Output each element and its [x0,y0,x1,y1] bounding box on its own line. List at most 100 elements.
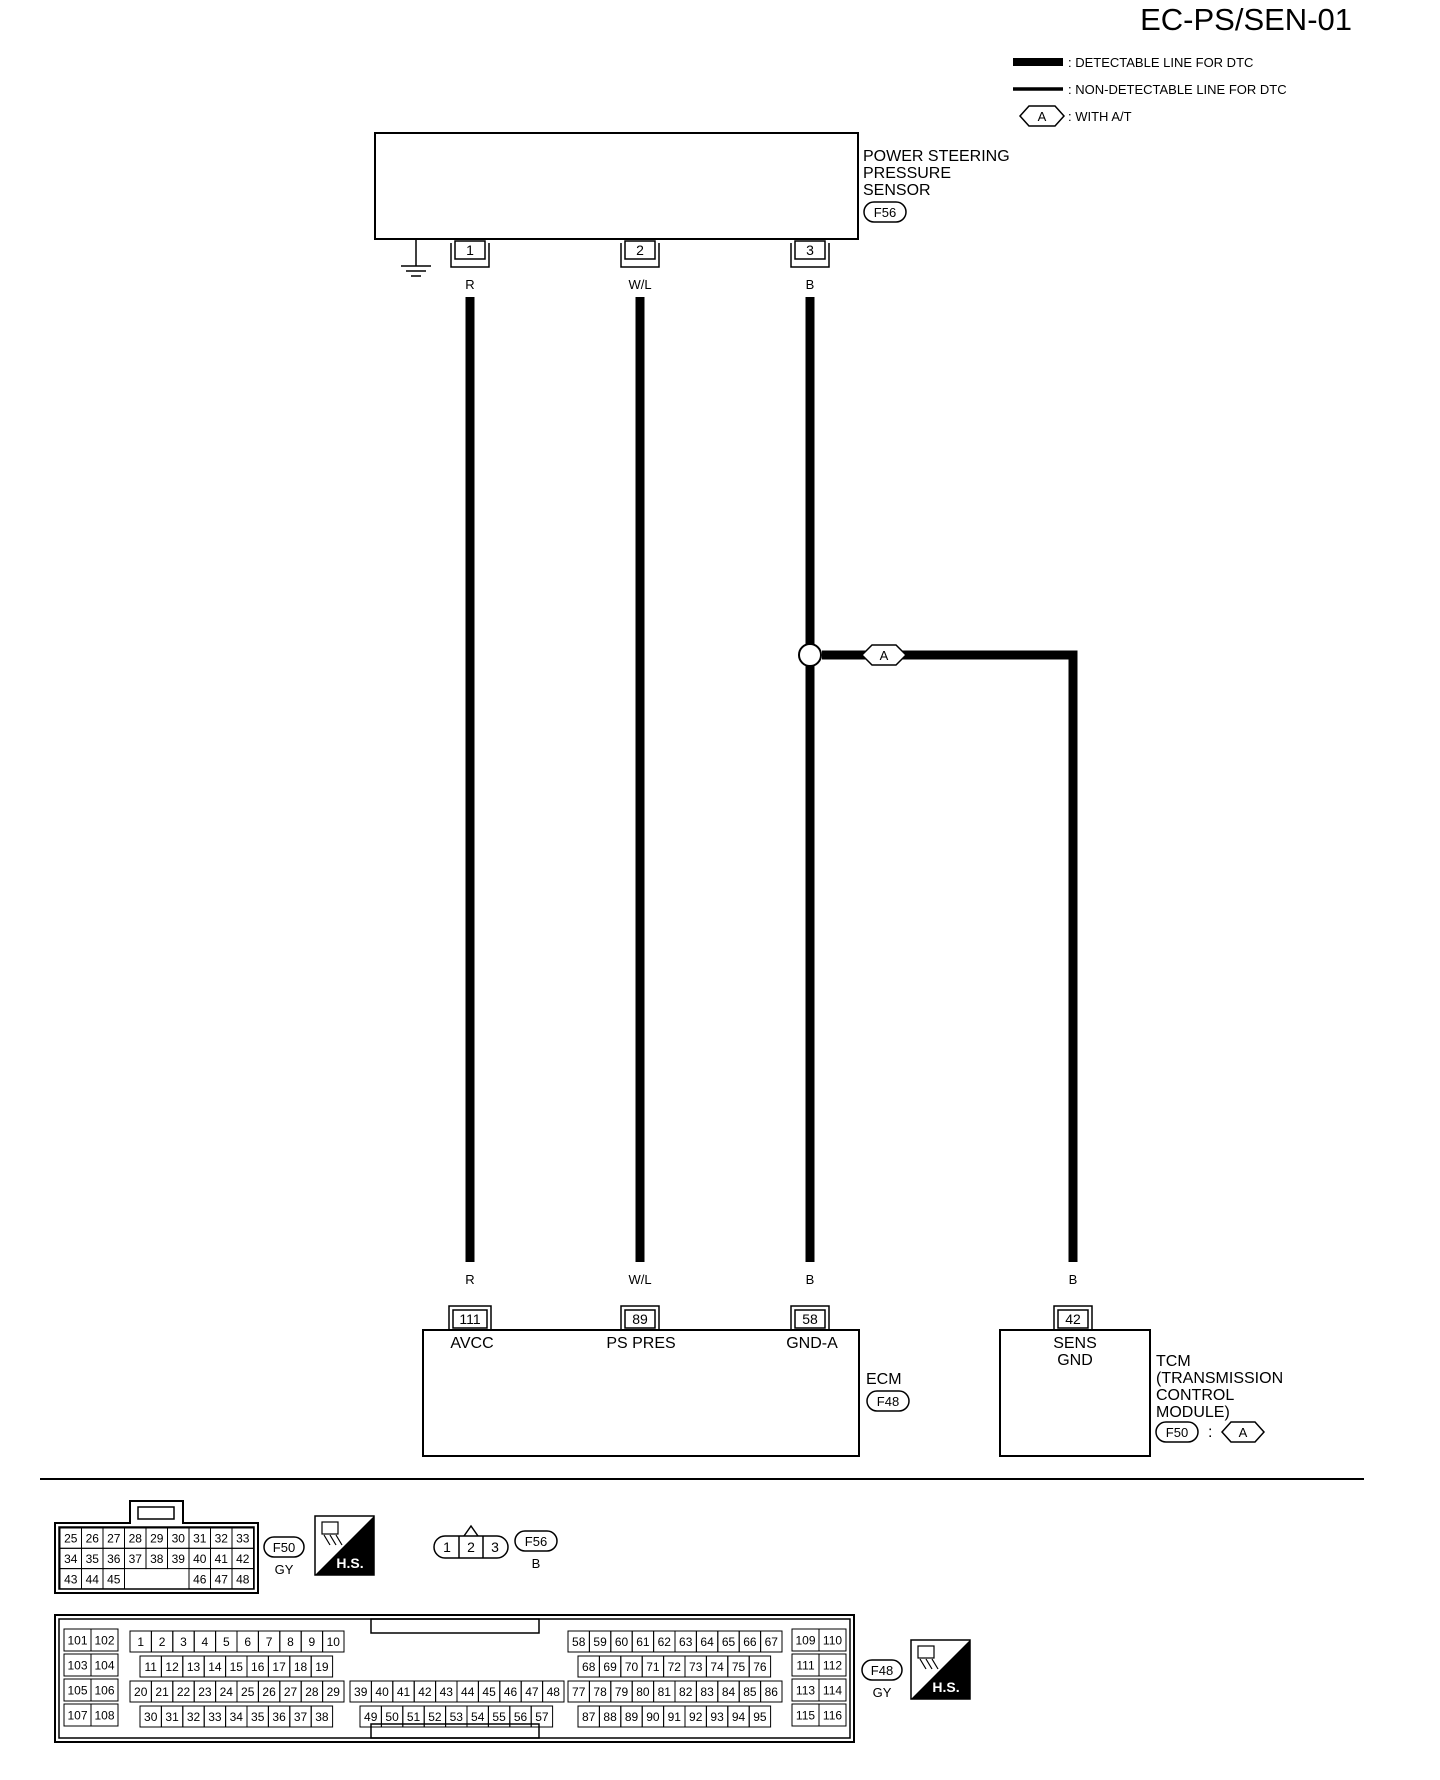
pin-number: 30 [144,1710,158,1724]
sensor-box [374,132,859,240]
pin-number: 56 [514,1710,528,1724]
pin-number: 74 [710,1660,724,1674]
pin-number: 31 [193,1532,207,1546]
pin-number: 4 [202,1635,209,1649]
pin-number: 58 [572,1635,586,1649]
legend: : DETECTABLE LINE FOR DTC : NON-DETECTAB… [1013,55,1287,127]
pin-number: 46 [504,1685,518,1699]
sensor-pin-1-connector: 1 [450,240,490,268]
pin-number: 26 [86,1532,100,1546]
pin-number: 103 [67,1659,87,1673]
sensor-pin-2: 2 [636,242,644,258]
sensor-pin-2-connector: 2 [620,240,660,268]
pin-cell [322,1680,345,1703]
pin-number: 61 [636,1635,650,1649]
pin-number: 73 [689,1660,703,1674]
pin-number: 20 [134,1685,148,1699]
ecm-pin-111: 111 [459,1311,480,1327]
hs-icon: H.S. [314,1515,375,1576]
power-steering-pressure-sensor: POWER STEERING PRESSURE SENSOR F56 [374,132,1010,240]
pin-number: 28 [129,1532,143,1546]
pin-cell [310,1655,334,1678]
wire-color-ecm-3: B [806,1272,815,1287]
pin-number: 44 [86,1572,100,1586]
pin-number: 15 [230,1660,244,1674]
pin-number: 95 [753,1710,767,1724]
pin-number: 65 [722,1635,736,1649]
ground-symbol [401,238,431,277]
pin-number: 108 [94,1709,114,1723]
pin-number: 2 [159,1635,166,1649]
pin-number: 70 [625,1660,639,1674]
pin-number: 83 [700,1685,714,1699]
ecm-pin-89-connector: 89 [620,1305,660,1330]
pin-number: 45 [482,1685,496,1699]
pin-number: 32 [187,1710,201,1724]
tcm-connector-badge [1155,1421,1199,1443]
pin-number: 1 [137,1635,144,1649]
legend-detectable-text: : DETECTABLE LINE FOR DTC [1068,55,1253,70]
f48-color: GY [873,1685,892,1700]
pin-number: 81 [658,1685,672,1699]
pin-number: 40 [193,1552,207,1566]
legend-with-at-text: : WITH A/T [1068,109,1132,124]
pin-number: 3 [180,1635,187,1649]
pin-number: 55 [492,1710,506,1724]
pin-number: 18 [294,1660,308,1674]
pin-cell [818,1678,847,1702]
pin-number: 35 [251,1710,265,1724]
ecm-connector-id: F48 [877,1394,899,1409]
sensor-name-line-1: POWER STEERING [863,148,1010,165]
tcm-connector-id: F50 [1166,1425,1188,1440]
pin-number: 105 [67,1684,87,1698]
pin-number: 7 [266,1635,273,1649]
tcm-name-line-3: CONTROL [1156,1387,1234,1404]
pin-number: 101 [67,1634,87,1648]
pin-number: 47 [215,1572,229,1586]
pin-cell [530,1705,554,1728]
pin-number: 84 [722,1685,736,1699]
tcm: SENS GND TCM (TRANSMISSION CONTROL MODUL… [999,1329,1283,1457]
pin-number: 22 [177,1685,191,1699]
f50-id: F50 [273,1540,295,1555]
pin-cell [90,1628,119,1652]
pin-number: 80 [636,1685,650,1699]
pin-number: 27 [107,1532,121,1546]
pin-number: 24 [220,1685,234,1699]
pin-number: 37 [294,1710,308,1724]
legend-non-detectable-text: : NON-DETECTABLE LINE FOR DTC [1068,82,1287,97]
pin-number: 104 [94,1659,114,1673]
pin-number: 82 [679,1685,693,1699]
pin-number: 57 [535,1710,549,1724]
pin-number: 43 [64,1572,78,1586]
pin-number: 9 [309,1635,316,1649]
pin-number: 67 [765,1635,779,1649]
wire-color-tcm: B [1069,1272,1078,1287]
pin-number: 35 [86,1552,100,1566]
f48-id: F48 [871,1663,893,1678]
pin-number: 78 [593,1685,607,1699]
pin-number: 107 [67,1709,87,1723]
pin-number: 39 [172,1552,186,1566]
pin-number: 85 [743,1685,757,1699]
tcm-box [999,1329,1151,1457]
pin-number: 45 [107,1572,121,1586]
ecm-pin-58-connector: 58 [790,1305,830,1330]
pin-number: 77 [572,1685,586,1699]
pin-number: 79 [615,1685,629,1699]
pin-number: 5 [223,1635,230,1649]
pin-number: 92 [689,1710,703,1724]
pin-number: 48 [236,1572,250,1586]
pin-number: 68 [582,1660,596,1674]
ecm: AVCC PS PRES GND-A ECM F48 [422,1329,910,1457]
sensor-name-line-2: PRESSURE [863,165,951,182]
hs-icon-label: H.S. [336,1555,363,1571]
ecm-pin-label-ps-pres: PS PRES [606,1335,675,1352]
pin-number: 42 [236,1552,250,1566]
pin-number: 52 [428,1710,442,1724]
splice-tag-symbol [860,644,908,666]
pin-cell [102,1568,125,1590]
pin-number: 102 [94,1634,114,1648]
